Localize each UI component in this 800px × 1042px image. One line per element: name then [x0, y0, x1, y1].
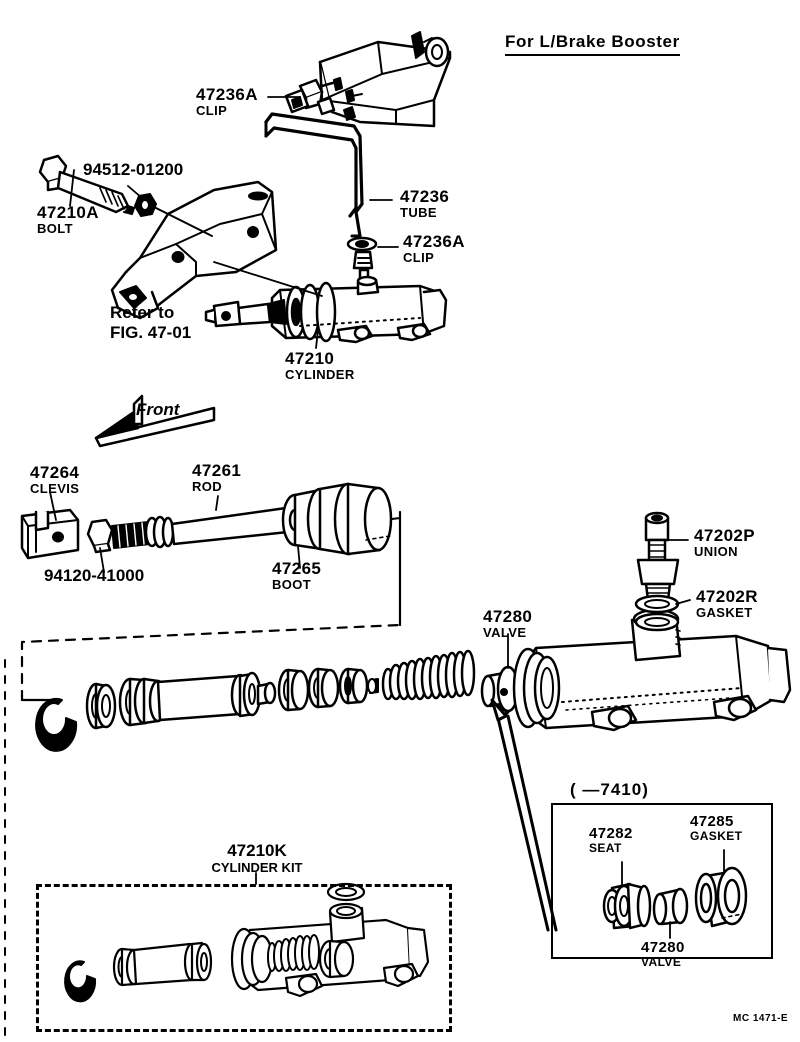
label-boot-name: BOOT — [272, 577, 312, 592]
label-bolt-number: 47210A — [37, 203, 99, 222]
label-union-gasket-name: GASKET — [696, 605, 753, 620]
label-boot-number: 47265 — [272, 559, 322, 578]
label-union-name: UNION — [694, 544, 738, 559]
label-valve-variant: 47280 VALVE — [641, 940, 685, 968]
clip-lower-art — [346, 236, 378, 284]
label-clip-lower-name: CLIP — [403, 250, 435, 265]
label-valve-main-number: 47280 — [483, 607, 533, 626]
rod-art — [86, 482, 401, 556]
refer-note-line2: FIG. 47-01 — [110, 322, 192, 342]
top-cylinder-art — [204, 275, 448, 344]
cylinder-kit-name: CYLINDER KIT — [211, 859, 303, 875]
label-clip-upper: 47236A CLIP — [196, 86, 258, 117]
label-union-gasket: 47202R GASKET — [696, 588, 758, 619]
reservoir-art — [284, 31, 452, 128]
label-nut-94512: 94512-01200 — [83, 160, 184, 179]
bracket-art — [110, 180, 278, 320]
label-variant-gasket-name: GASKET — [690, 829, 743, 843]
front-direction-label: Front — [136, 400, 180, 419]
sheet-code: MC 1471-E — [733, 1013, 789, 1024]
cylinder-kit-label: 47210K CYLINDER KIT — [182, 841, 332, 875]
label-seat: 47282 SEAT — [589, 826, 633, 854]
refer-note-line1: Refer to — [110, 303, 175, 322]
label-seat-name: SEAT — [589, 841, 622, 855]
label-tube: 47236 TUBE — [400, 188, 449, 219]
label-boot: 47265 BOOT — [272, 560, 321, 591]
label-union-number: 47202P — [694, 526, 756, 545]
label-valve-variant-number: 47280 — [641, 939, 685, 956]
label-clip-lower: 47236A CLIP — [403, 233, 465, 264]
label-cylinder-name: CYLINDER — [285, 367, 355, 382]
label-union-gasket-number: 47202R — [696, 587, 758, 606]
refer-note: Refer to FIG. 47-01 — [110, 303, 191, 342]
label-cylinder-number: 47210 — [285, 349, 335, 368]
label-tube-name: TUBE — [400, 205, 437, 220]
label-variant-gasket: 47285 GASKET — [690, 814, 742, 842]
label-seat-number: 47282 — [589, 825, 633, 842]
label-valve-main: 47280 VALVE — [483, 608, 532, 639]
label-rod-name: ROD — [192, 479, 223, 494]
label-clevis-name: CLEVIS — [30, 481, 80, 496]
variant-box — [551, 803, 773, 959]
label-union: 47202P UNION — [694, 527, 755, 558]
label-clip-upper-name: CLIP — [196, 103, 228, 118]
nut-upper-art — [134, 193, 213, 237]
union-art — [634, 511, 680, 632]
page-title: For L/Brake Booster — [505, 32, 680, 56]
cylinder-kit-number: 47210K — [227, 841, 287, 860]
label-clip-upper-number: 47236A — [196, 85, 258, 104]
master-cylinder-exploded-art — [35, 608, 792, 752]
label-bolt: 47210A BOLT — [37, 204, 99, 235]
label-valve-variant-name: VALVE — [641, 955, 682, 969]
variant-range-label: ( —7410) — [570, 780, 649, 799]
tube-art — [264, 112, 364, 238]
label-bolt-name: BOLT — [37, 221, 74, 236]
label-tube-number: 47236 — [400, 187, 450, 206]
clevis-art — [20, 508, 80, 560]
callout-arrow-art — [490, 698, 558, 932]
cylinder-kit-box — [36, 884, 452, 1032]
leader-lines-middle — [49, 491, 691, 669]
group-bracket-line — [20, 510, 402, 702]
label-clevis-number: 47264 — [30, 463, 80, 482]
label-nut-94120: 94120-41000 — [44, 566, 145, 585]
label-valve-main-name: VALVE — [483, 625, 527, 640]
label-cylinder: 47210 CYLINDER — [285, 350, 355, 381]
label-rod-number: 47261 — [192, 461, 242, 480]
label-variant-gasket-number: 47285 — [690, 813, 734, 830]
label-clip-lower-number: 47236A — [403, 232, 465, 251]
label-rod: 47261 ROD — [192, 462, 241, 493]
label-clevis: 47264 CLEVIS — [30, 464, 79, 495]
